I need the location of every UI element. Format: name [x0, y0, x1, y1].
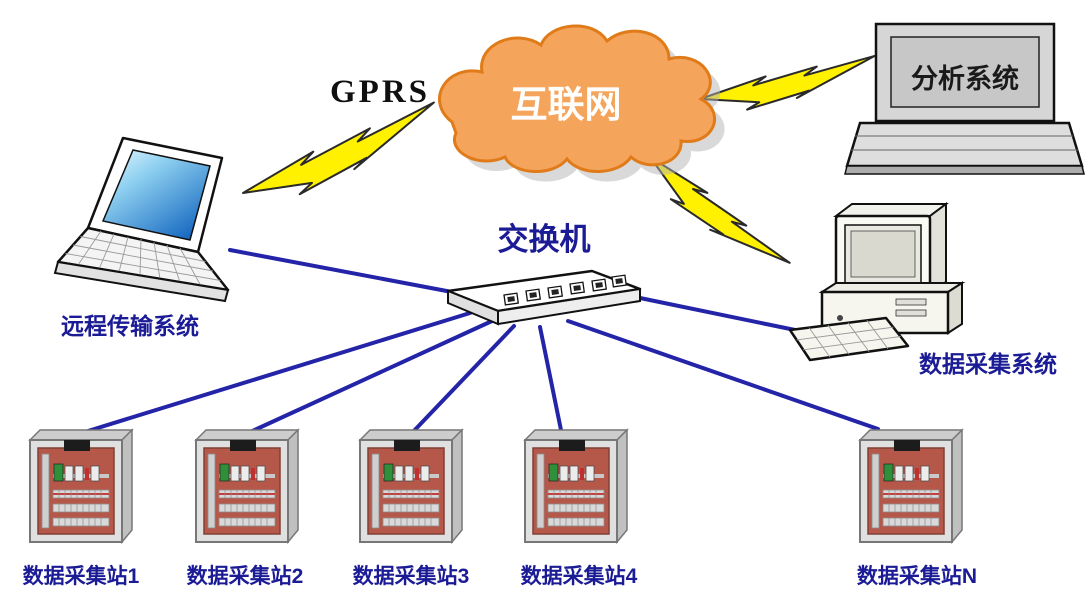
network-switch [446, 269, 642, 326]
laptop-front-edge [53, 260, 230, 303]
bolt-gprs-link [237, 103, 440, 199]
laptop-screen [101, 149, 211, 241]
internet-label: 互联网 [510, 84, 622, 125]
cabinet-station-2 [195, 429, 299, 543]
switch-port [503, 292, 519, 306]
remote-system-label: 远程传输系统 [61, 313, 199, 339]
line-switch-station4 [538, 325, 564, 437]
switch-port [591, 278, 607, 292]
line-switch-stationN [566, 319, 880, 431]
line-switch-station2 [246, 319, 494, 435]
connection-lines [86, 248, 880, 437]
crt-side [929, 202, 947, 294]
laptop [53, 136, 230, 303]
crt-screen [850, 230, 916, 278]
station-3-label: 数据采集站3 [352, 565, 470, 588]
bolt-analysis-link [699, 35, 874, 124]
gprs-label: GPRS [329, 74, 431, 110]
cabinet-station-N [859, 429, 963, 543]
analysis-computer [844, 22, 1085, 175]
lightning-bolts [237, 35, 874, 298]
drive-slot [895, 298, 927, 306]
analysis-front-edge [844, 165, 1085, 175]
analysis-key-rows [850, 135, 1078, 151]
case-side [947, 281, 963, 335]
case-top [818, 282, 966, 293]
line-laptop-switch [228, 248, 454, 294]
case-power-button [837, 315, 843, 321]
cabinet-station-3 [359, 429, 463, 543]
switch-port [525, 288, 541, 302]
analysis-system-label: 分析系统 [911, 64, 1019, 94]
cabinet-station-4 [524, 429, 628, 543]
switch-port [569, 281, 585, 295]
cabinet-station-1 [29, 429, 133, 543]
drive-slot [895, 309, 927, 317]
daq-key-grid [796, 320, 901, 358]
station-N-label: 数据采集站N [856, 565, 978, 588]
daq-computer [788, 202, 966, 362]
crt-top [833, 203, 949, 217]
bolt-daq-link [646, 124, 790, 298]
switch-side [447, 289, 499, 326]
line-switch-station1 [86, 311, 472, 433]
station-2-label: 数据采集站2 [186, 565, 304, 588]
acquisition-system-label: 数据采集系统 [919, 351, 1057, 377]
line-switch-station3 [408, 324, 516, 437]
station-1-label: 数据采集站1 [22, 565, 140, 588]
station-4-label: 数据采集站4 [520, 565, 638, 588]
switch-label: 交换机 [497, 222, 591, 257]
line-switch-daq [638, 296, 802, 333]
switch-port [611, 274, 627, 288]
switch-port [547, 285, 563, 299]
laptop-key-grid [65, 230, 221, 287]
analysis-monitor-screen [890, 36, 1040, 108]
analysis-keyboard [845, 121, 1084, 168]
